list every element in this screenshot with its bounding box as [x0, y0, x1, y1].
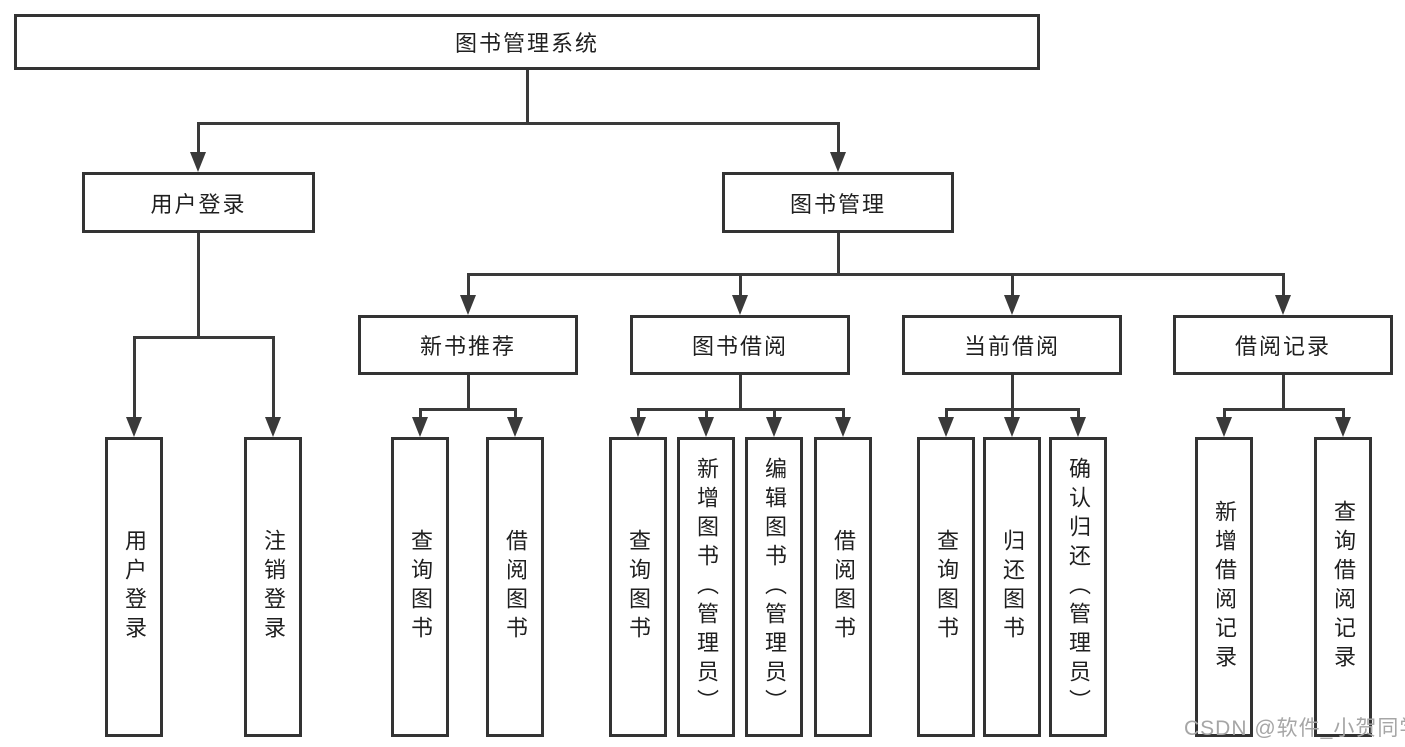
connector-book-borrowing-hline — [637, 408, 845, 411]
connector-line — [272, 336, 275, 419]
arrow-down-icon — [938, 417, 954, 437]
arrow-down-icon — [835, 417, 851, 437]
connector-new-book-hline — [419, 408, 517, 411]
node-new-book-recommend: 新书推荐 — [358, 315, 578, 375]
arrow-down-icon — [1004, 417, 1020, 437]
connector-line — [837, 122, 840, 154]
leaf-label: 新增图书（管理员） — [694, 456, 719, 718]
connector-line — [133, 336, 136, 419]
leaf-query-books-borrowing: 查询图书 — [609, 437, 667, 737]
connector-line — [1223, 408, 1226, 419]
leaf-label: 查询图书 — [934, 529, 959, 645]
node-label: 图书管理系统 — [454, 31, 599, 56]
leaf-label: 用户登录 — [122, 529, 147, 645]
node-borrow-records: 借阅记录 — [1173, 315, 1393, 375]
arrow-down-icon — [732, 295, 748, 315]
node-user-login: 用户登录 — [82, 172, 315, 233]
arrow-down-icon — [630, 417, 646, 437]
leaf-add-borrow-record: 新增借阅记录 — [1195, 437, 1253, 737]
connector-book-borrowing-stem — [739, 375, 742, 408]
leaf-label: 借阅图书 — [503, 529, 528, 645]
leaf-label: 查询图书 — [626, 529, 651, 645]
connector-line — [1011, 273, 1014, 297]
node-label: 当前借阅 — [963, 334, 1060, 359]
arrow-down-icon — [1004, 295, 1020, 315]
arrow-down-icon — [190, 152, 206, 172]
arrow-down-icon — [1070, 417, 1086, 437]
leaf-borrow-books-borrowing: 借阅图书 — [814, 437, 872, 737]
connector-line — [1077, 408, 1080, 419]
leaf-query-borrow-record: 查询借阅记录 — [1314, 437, 1372, 737]
leaf-label: 编辑图书（管理员） — [762, 456, 787, 718]
leaf-label: 查询借阅记录 — [1331, 500, 1356, 674]
connector-line — [419, 408, 422, 419]
connector-current-borrowing-stem — [1011, 375, 1014, 408]
leaf-edit-books-admin: 编辑图书（管理员） — [745, 437, 803, 737]
arrow-down-icon — [1335, 417, 1351, 437]
leaf-return-books: 归还图书 — [983, 437, 1041, 737]
arrow-down-icon — [507, 417, 523, 437]
watermark: CSDN @软件_小贺同学 — [1184, 717, 1405, 740]
arrow-down-icon — [412, 417, 428, 437]
connector-line — [197, 122, 200, 154]
node-label: 新书推荐 — [419, 334, 516, 359]
leaf-query-books-newbook: 查询图书 — [391, 437, 449, 737]
connector-line — [705, 408, 708, 419]
node-label: 图书管理 — [789, 191, 886, 217]
connector-line — [514, 408, 517, 419]
node-label: 用户登录 — [150, 191, 247, 217]
connector-line — [773, 408, 776, 419]
arrow-down-icon — [265, 417, 281, 437]
arrow-down-icon — [698, 417, 714, 437]
node-label: 借阅记录 — [1234, 334, 1331, 359]
leaf-label: 新增借阅记录 — [1212, 500, 1237, 674]
node-book-management: 图书管理 — [722, 172, 954, 233]
connector-line — [1342, 408, 1345, 419]
connector-line — [637, 408, 640, 419]
connector-line — [739, 273, 742, 297]
connector-book-mgmt-stem — [837, 233, 840, 273]
connector-level2-hline — [197, 122, 839, 125]
arrow-down-icon — [460, 295, 476, 315]
connector-borrow-records-stem — [1282, 375, 1285, 408]
connector-line — [1011, 408, 1014, 419]
connector-line — [467, 273, 470, 297]
connector-user-login-stem — [197, 233, 200, 336]
leaf-label: 注销登录 — [261, 529, 286, 645]
node-current-borrowing: 当前借阅 — [902, 315, 1122, 375]
node-book-management-system: 图书管理系统 — [14, 14, 1040, 70]
arrow-down-icon — [126, 417, 142, 437]
leaf-label: 查询图书 — [408, 529, 433, 645]
leaf-label: 借阅图书 — [831, 529, 856, 645]
leaf-add-books-admin: 新增图书（管理员） — [677, 437, 735, 737]
connector-level3-hline — [467, 273, 1285, 276]
leaf-label: 确认归还（管理员） — [1066, 456, 1091, 718]
leaf-user-login: 用户登录 — [105, 437, 163, 737]
connector-root-stem — [526, 70, 529, 122]
connector-user-login-hline — [133, 336, 274, 339]
leaf-borrow-books-newbook: 借阅图书 — [486, 437, 544, 737]
leaf-query-books-current: 查询图书 — [917, 437, 975, 737]
leaf-label: 归还图书 — [1000, 529, 1025, 645]
arrow-down-icon — [766, 417, 782, 437]
connector-new-book-stem — [467, 375, 470, 408]
leaf-logout: 注销登录 — [244, 437, 302, 737]
connector-line — [1282, 273, 1285, 297]
arrow-down-icon — [1216, 417, 1232, 437]
arrow-down-icon — [830, 152, 846, 172]
arrow-down-icon — [1275, 295, 1291, 315]
leaf-confirm-return-admin: 确认归还（管理员） — [1049, 437, 1107, 737]
connector-line — [842, 408, 845, 419]
connector-line — [945, 408, 948, 419]
node-book-borrowing: 图书借阅 — [630, 315, 850, 375]
node-label: 图书借阅 — [691, 334, 788, 359]
connector-borrow-records-hline — [1223, 408, 1345, 411]
